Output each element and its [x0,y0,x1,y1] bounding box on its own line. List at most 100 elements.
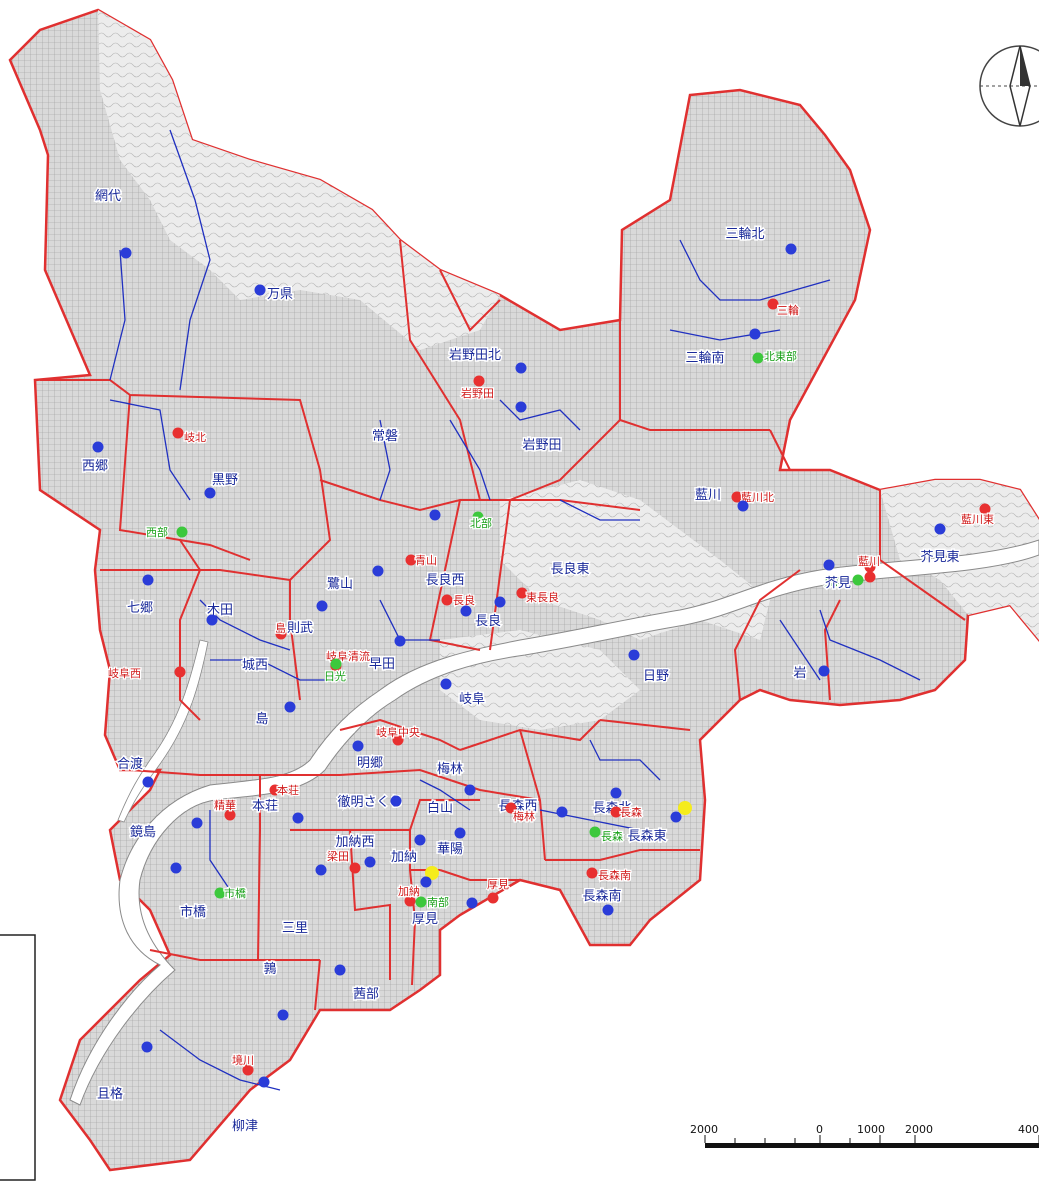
blue-marker-sekino [737,500,749,512]
blue-marker-iwanota [515,401,527,413]
blue-marker-akanabe [334,964,346,976]
red-marker-umebayashi-r [505,802,517,814]
district-label-iwa: 岩 [793,666,806,681]
scale-tick-label: 2000 [905,1123,933,1136]
green-marker-nagamori-g [589,826,601,838]
blue-marker-unuma [277,1009,289,1021]
marker-label-sekigawa: 藍川 [858,555,880,568]
blue-marker-soku [316,600,328,612]
marker-label-sekinokita: 藍川北 [741,491,774,504]
blue-marker-kida [206,614,218,626]
marker-label-nagamori-r: 長森 [620,805,642,819]
district-label-akanabe: 茜部 [353,987,379,1002]
blue-marker-kemin [823,559,835,571]
blue-marker-ajiro [120,247,132,259]
marker-label-honjo-r: 本荘 [277,783,299,797]
district-label-ichihashi: 市橋 [180,904,206,920]
red-marker-sakaigawa [242,1064,254,1076]
marker-label-higashinagara: 東長良 [526,590,559,604]
scale-tick-label: 1000 [857,1123,885,1136]
marker-label-nagamoriminami-r: 長森南 [598,868,631,882]
eastern-hills [500,480,770,640]
blue-marker-atsumi [466,897,478,909]
marker-label-sakaigawa: 境川 [232,1053,254,1067]
blue-marker-mankyo [254,284,266,296]
blue-marker-kano [420,876,432,888]
district-label-misato: 三里 [282,921,308,936]
blue-marker-kanonishi [364,856,376,868]
red-marker-seika [224,809,236,821]
blue-marker-shichigo [142,574,154,586]
red-marker-nagamoriminami-r [586,867,598,879]
marker-label-ichihashi-g: 市橋 [224,886,246,900]
red-marker-higashinagara [516,587,528,599]
nagara-river [69,539,1039,1106]
district-label-nagara: 長良 [475,613,501,629]
green-marker-hokubu [472,511,484,523]
red-marker-kemin-r [864,571,876,583]
district-label-kurono: 黒野 [212,473,238,488]
marker-label-aoyama: 青山 [415,554,437,567]
district-label-sekino: 藍川 [695,488,721,503]
yellow-marker-yellow2 [425,866,439,880]
blue-marker-tokiwa [429,509,441,521]
marker-label-nikko: 日光 [324,669,346,683]
marker-label-hokutobu: 北東部 [764,349,797,363]
blue-marker-nagamorinishi [556,806,568,818]
blue-marker-keminhigashi [934,523,946,535]
blue-marker-meigo [352,740,364,752]
marker-label-gifuchuo: 岐阜中央 [376,726,420,739]
yellow-marker-yellow1 [678,801,692,815]
district-label-iwanotakita: 岩野田北 [449,348,501,363]
scale-tick-label: 0 [816,1123,823,1136]
district-label-shichigo: 七郷 [127,601,153,616]
blue-marker-tetsumeisakura [390,795,402,807]
red-marker-sekinohigashi [979,503,991,515]
marker-label-gihoku: 岐北 [184,431,206,444]
district-label-saigo: 西郷 [82,459,108,474]
marker-label-sekinohigashi: 藍川東 [961,513,994,526]
district-label-soku: 則武 [287,621,313,636]
northern-hills [98,10,500,350]
red-marker-gifuchuo [392,734,404,746]
legend-box-edge [0,934,36,1181]
green-marker-hokutobu [752,352,764,364]
blue-marker-shima [284,701,296,713]
green-marker-ichihashi-g [214,887,226,899]
marker-label-miwa: 三輪 [777,303,799,317]
district-label-miwaminami: 三輪南 [685,350,724,366]
scale-bar: 2000 0 1000 2000 400 [690,1123,1039,1148]
red-marker-nagamori-r [610,806,622,818]
district-label-shima: 島 [255,712,268,727]
facility-markers: 三輪北東部岩野田岐北西部藍川北藍川東北部青山長良東長良藍川東部芥見島岐阜清流日光… [92,243,995,1088]
blue-marker-nagara [494,596,506,608]
blue-marker-kayo [454,827,466,839]
district-label-josei: 城西 [242,658,268,673]
district-label-mankyo: 万県 [267,287,293,302]
district-label-meigo: 明郷 [357,756,383,771]
north-arrow-compass-icon [979,45,1039,127]
blue-marker-washiyama [372,565,384,577]
district-label-iwanota: 岩野田 [522,438,561,453]
marker-label-nagamori-g: 長森 [601,829,623,843]
red-marker-shima-r [275,628,287,640]
district-label-hakusan: 白山 [427,800,453,816]
district-label-keminhigashi: 芥見東 [920,549,959,565]
district-label-kanonishi: 加納西 [335,835,374,850]
red-marker-atsumi-r [487,892,499,904]
district-label-hino: 日野 [643,669,669,684]
red-marker-kano-r [404,895,416,907]
marker-label-kemin: 芥見 [825,576,851,591]
green-marker-nikko [330,658,342,670]
district-label-umebayashi: 梅林 [437,762,463,777]
red-marker-miwa [767,298,779,310]
district-label-unuma: 鶉 [263,962,276,977]
red-marker-sekinokita [731,491,743,503]
red-marker-honjo-r [269,784,281,796]
marker-label-hokubu: 北部 [470,516,492,530]
blue-marker-ichihashi [170,862,182,874]
marker-label-umebayashi-r: 梅林 [513,809,535,823]
marker-label-gifunishi: 岐阜西 [108,667,141,680]
red-marker-ryozuka [349,862,361,874]
